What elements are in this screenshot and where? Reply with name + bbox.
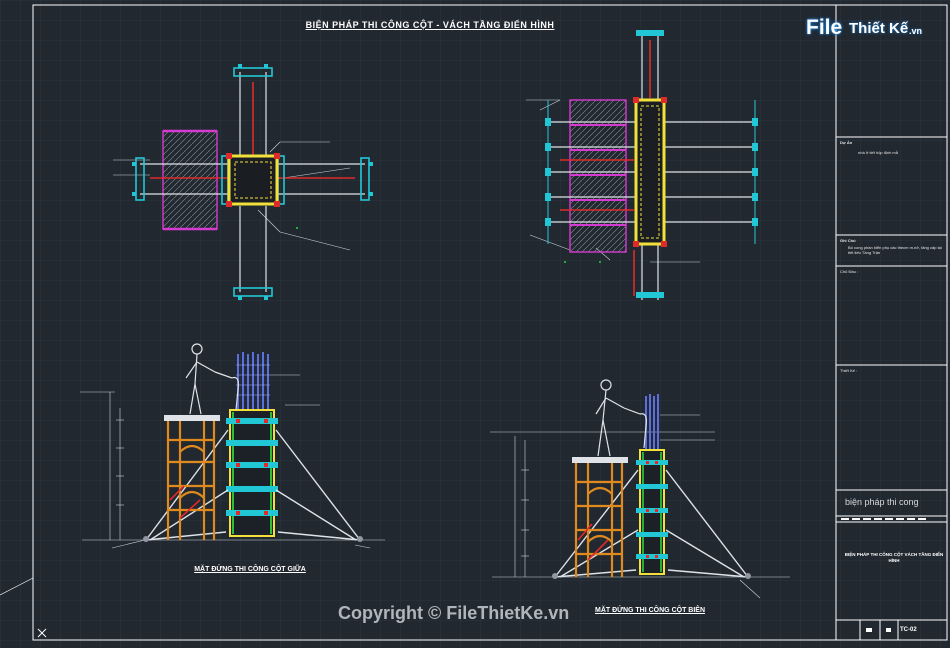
filethietke-logo[interactable]: File Thiết Kế .vn: [806, 12, 934, 46]
tb-ghi-chu-label: Ghi Chú: [840, 238, 856, 243]
tb-du-an-value: nhà ở tiết hộp định mẫ: [858, 150, 898, 155]
caption-elevation-edge: MẶT ĐỨNG THI CÔNG CỘT BIÊN: [594, 607, 706, 614]
tb-chu-dau-tu-label: Chủ Đầu :: [840, 269, 859, 274]
elevation-edge-column: [490, 379, 790, 599]
sheet-frame: [0, 4, 948, 641]
plan-edge-wall: [526, 30, 758, 300]
axis-indicator-icon: [37, 628, 47, 638]
logo-file-text: File: [806, 16, 843, 39]
logo-vn-text: .vn: [909, 26, 923, 36]
title-block-marks: [841, 518, 926, 632]
tb-thiet-ke-label: Thiết Kế :: [840, 368, 858, 373]
tb-du-an-label: Dự Án: [840, 140, 853, 145]
tb-sheet-code: TC-02: [900, 627, 917, 633]
plan-middle-column: [113, 64, 373, 300]
caption-elevation-middle: MẶT ĐỨNG THI CÔNG CỘT GIỮA: [194, 566, 306, 573]
sheet-title: BIỆN PHÁP THI CÔNG CỘT - VÁCH TẦNG ĐIỂN …: [305, 20, 555, 30]
logo-thietke-text: Thiết Kế: [849, 20, 909, 37]
copyright-watermark: Copyright © FileThietKe.vn: [338, 603, 570, 623]
tb-ghi-chu-value: Bố cong phần biển phụ cầc thecm m.nở, tă…: [848, 245, 942, 255]
elevation-middle-column: [80, 343, 385, 549]
tb-drawing-title: BIỆN PHÁP THI CÔNG CỘT VÁCH TẦNG ĐIỂN HÌ…: [844, 552, 944, 563]
tb-drawing-name: biện pháp thi cong: [845, 497, 919, 507]
